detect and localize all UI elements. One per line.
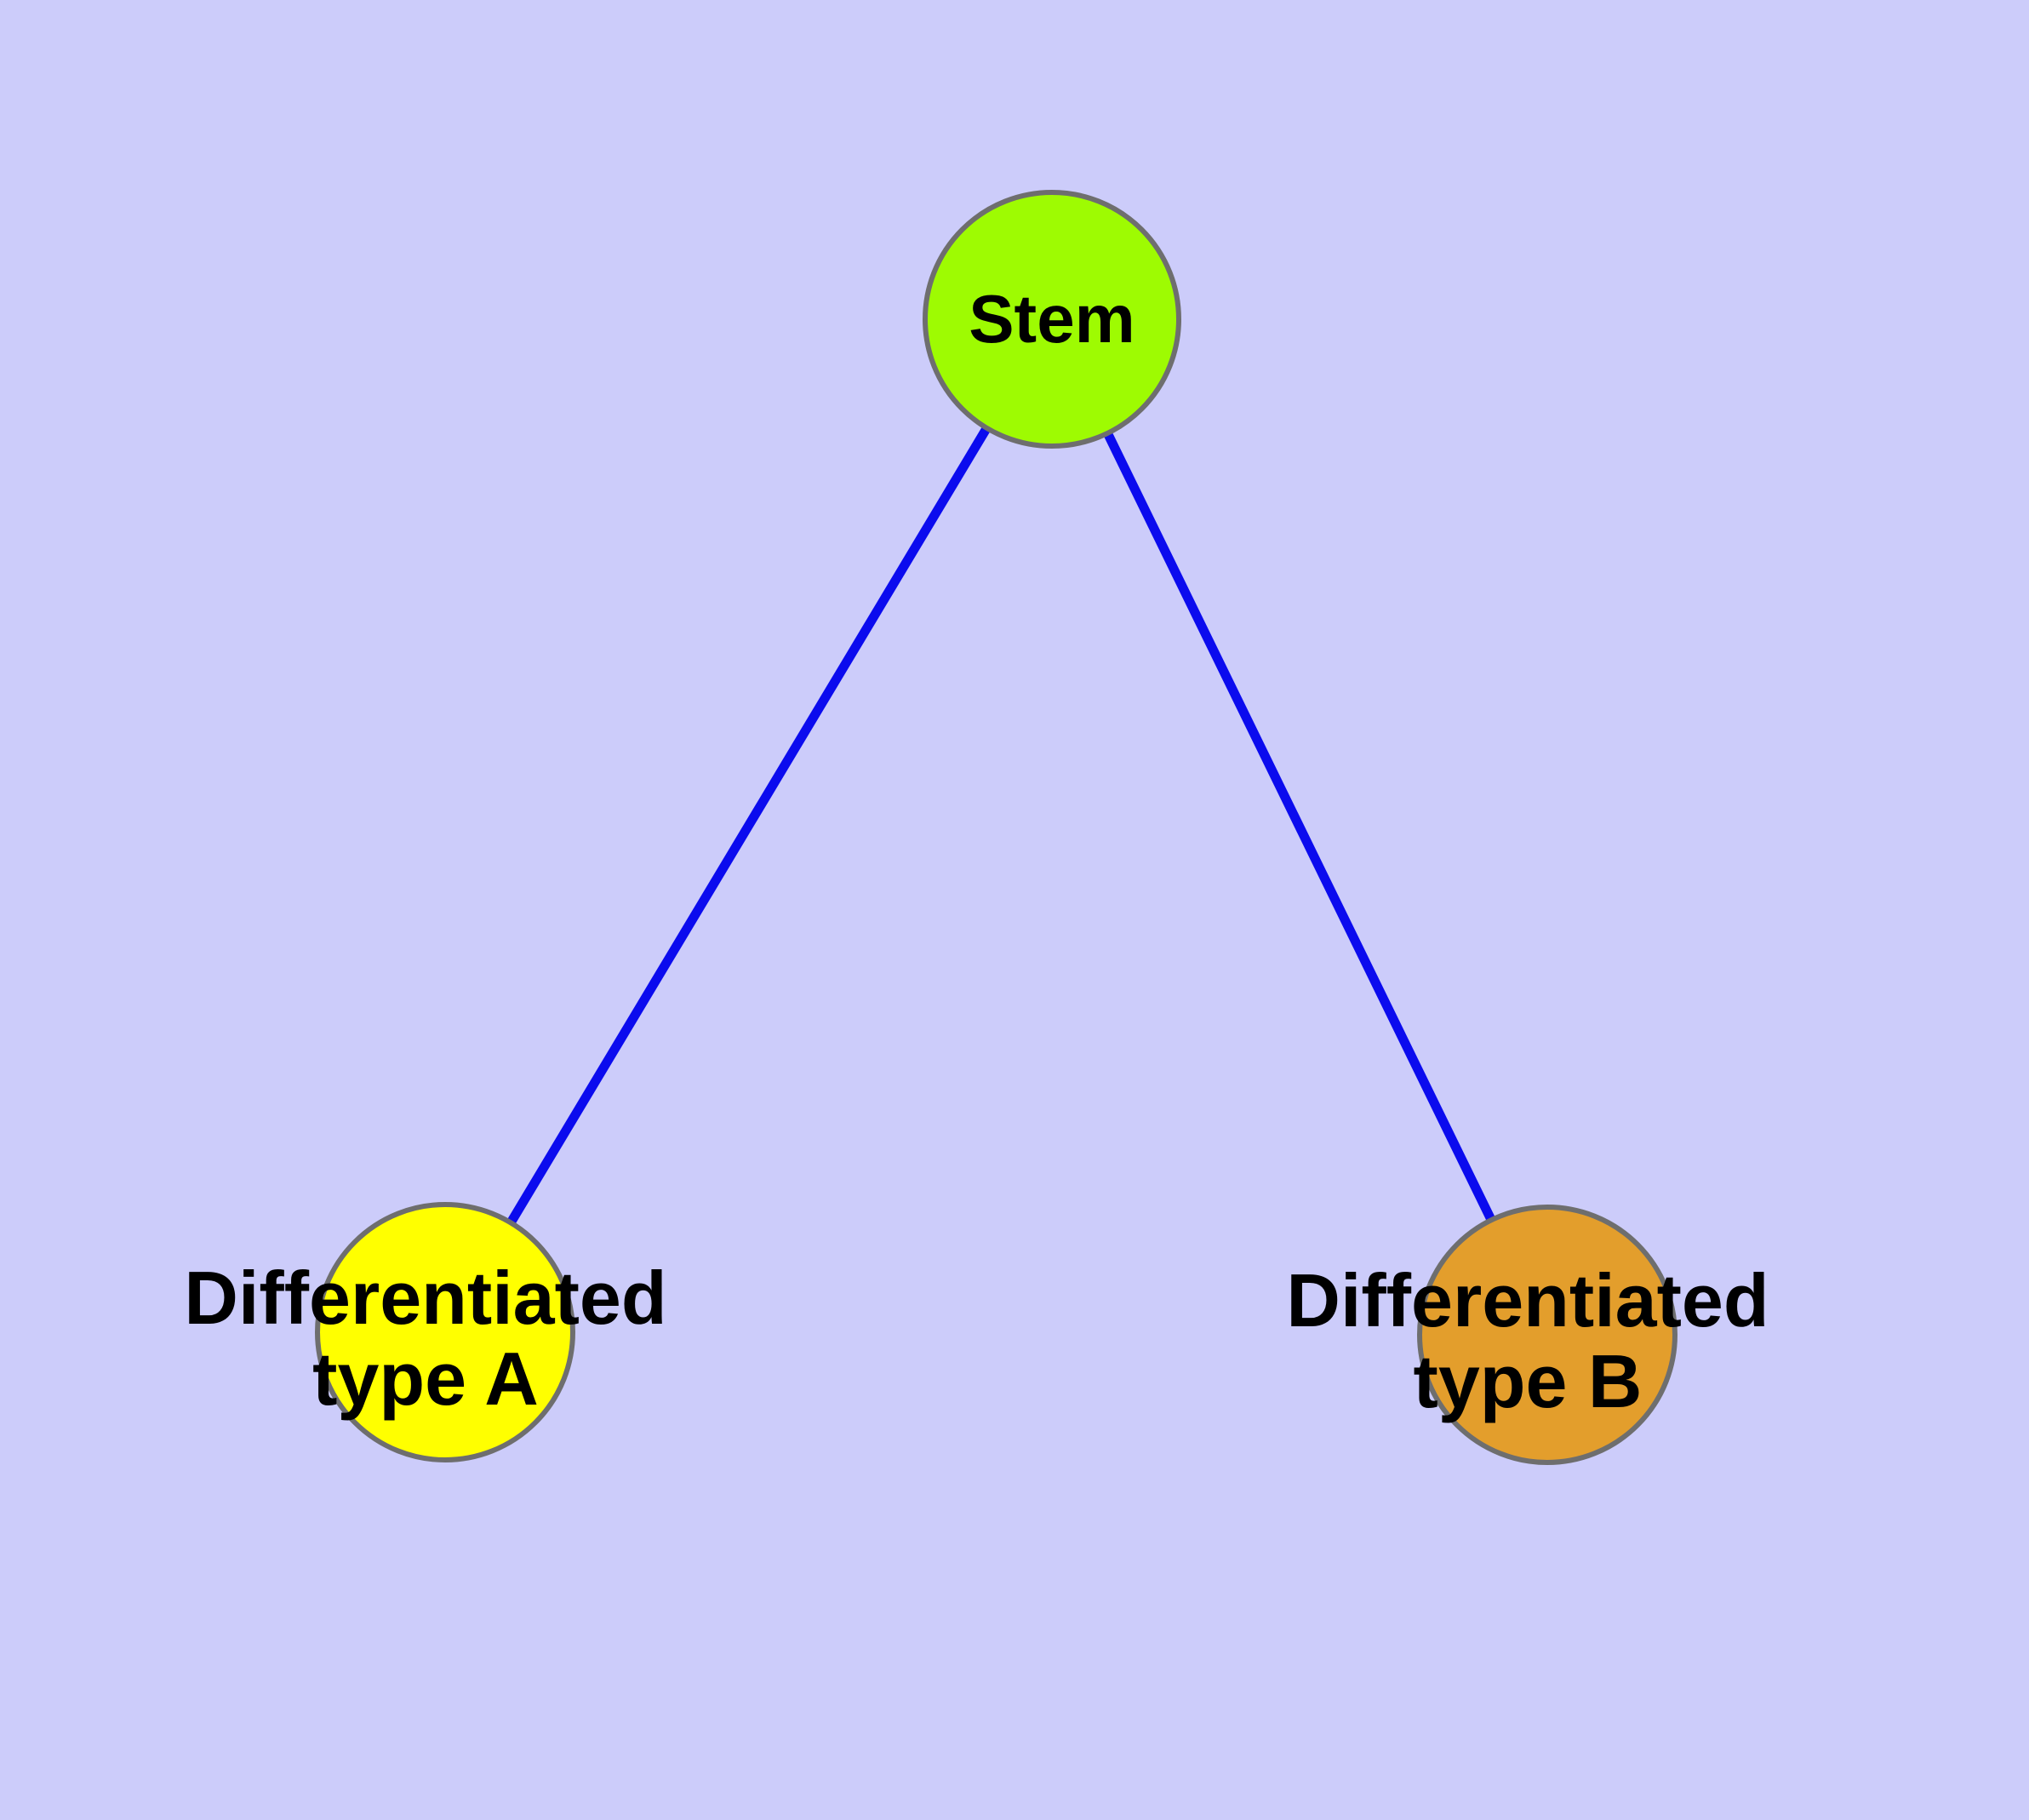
edge-stem-to-type-b[interactable] <box>1048 317 1552 1337</box>
node-layer <box>315 190 1677 1465</box>
edge-layer <box>441 317 1552 1337</box>
node-differentiated-type-a[interactable] <box>315 1202 575 1462</box>
node-stem[interactable] <box>923 190 1181 449</box>
node-differentiated-type-b[interactable] <box>1417 1205 1677 1465</box>
edge-stem-to-type-a[interactable] <box>441 317 1056 1335</box>
